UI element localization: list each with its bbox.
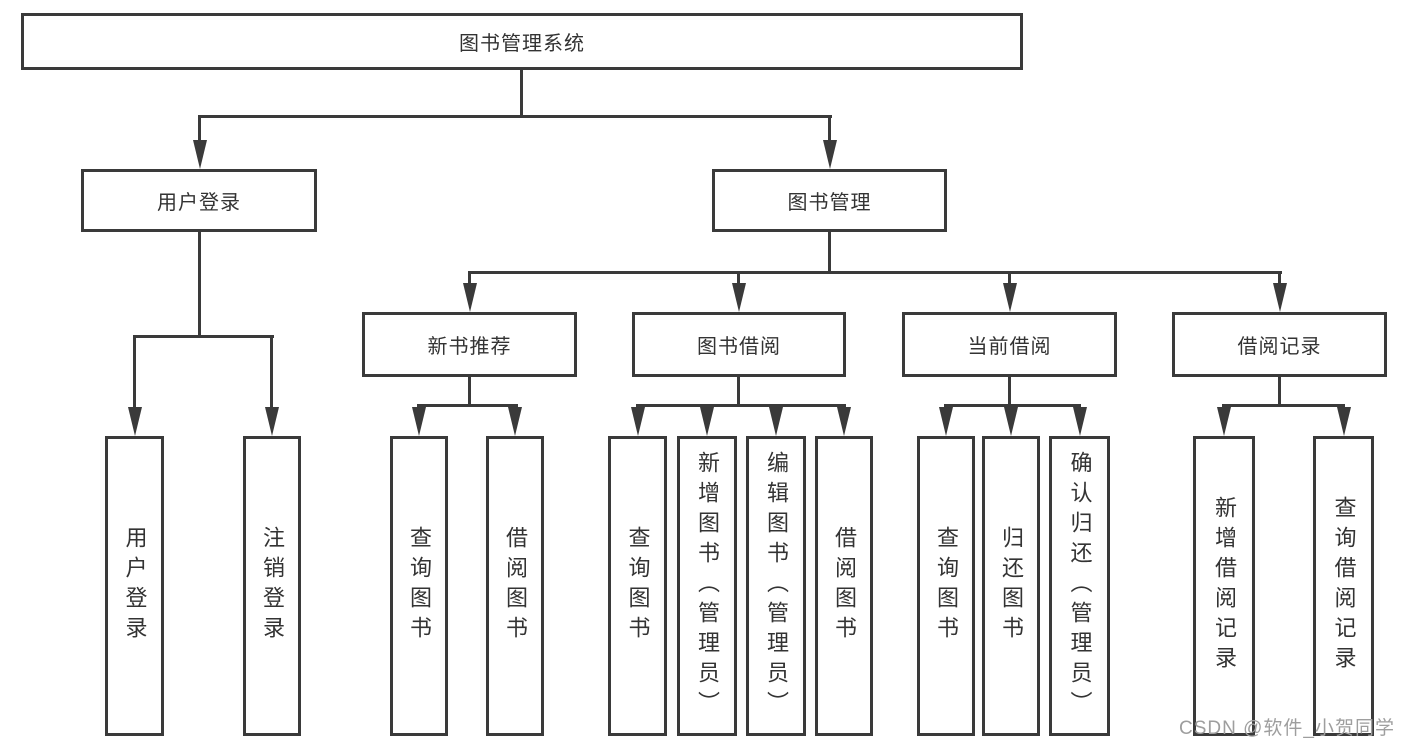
leaf-label: 注销登录 bbox=[260, 526, 285, 646]
node-library-management-system: 图书管理系统 bbox=[21, 13, 1023, 70]
arrow-down-icon bbox=[939, 407, 953, 436]
arrow-down-icon bbox=[732, 283, 746, 312]
arrow-down-icon bbox=[412, 407, 426, 436]
connector-mgmt-drop-2 bbox=[737, 271, 740, 285]
connector-records-bar bbox=[1222, 404, 1345, 407]
arrow-down-icon bbox=[837, 407, 851, 436]
connector-current-bar bbox=[944, 404, 1081, 407]
connector-mgmt-drop-3 bbox=[1008, 271, 1011, 285]
connector-mgmt-drop-4 bbox=[1278, 271, 1281, 285]
leaf-label: 新增借阅记录 bbox=[1212, 496, 1237, 676]
leaf-query-book-recommend: 查询图书 bbox=[390, 436, 448, 736]
connector-recommend-bar bbox=[417, 404, 518, 407]
arrow-down-icon bbox=[769, 407, 783, 436]
leaf-borrow-book-recommend: 借阅图书 bbox=[486, 436, 544, 736]
connector-root-drop-right bbox=[828, 115, 831, 143]
leaf-label: 用户登录 bbox=[122, 526, 148, 646]
node-label: 图书管理系统 bbox=[459, 33, 585, 55]
arrow-down-icon bbox=[823, 140, 837, 169]
leaf-query-book-borrowing: 查询图书 bbox=[608, 436, 667, 736]
connector-current-stem bbox=[1008, 377, 1011, 407]
leaf-label: 查询借阅记录 bbox=[1331, 496, 1357, 676]
arrow-down-icon bbox=[1004, 407, 1018, 436]
leaf-label: 新增图书（管理员） bbox=[695, 451, 720, 721]
connector-mgmt-bar bbox=[468, 271, 1282, 274]
watermark-text: CSDN @软件_小贺同学 bbox=[1179, 718, 1395, 739]
node-label: 新书推荐 bbox=[427, 336, 512, 358]
connector-borrowing-bar bbox=[636, 404, 846, 407]
arrow-down-icon bbox=[700, 407, 714, 436]
arrow-down-icon bbox=[193, 140, 207, 169]
connector-records-stem bbox=[1278, 377, 1281, 407]
node-label: 用户登录 bbox=[157, 192, 241, 214]
arrow-down-icon bbox=[631, 407, 645, 436]
connector-recommend-stem bbox=[468, 377, 471, 407]
node-label: 图书借阅 bbox=[697, 336, 781, 358]
node-book-management: 图书管理 bbox=[712, 169, 947, 232]
leaf-add-borrow-record: 新增借阅记录 bbox=[1193, 436, 1255, 736]
arrow-down-icon bbox=[508, 407, 522, 436]
leaf-label: 编辑图书（管理员） bbox=[764, 451, 789, 721]
leaf-label: 确认归还（管理员） bbox=[1067, 451, 1093, 721]
leaf-label: 查询图书 bbox=[934, 526, 959, 646]
node-label: 图书管理 bbox=[787, 192, 872, 214]
leaf-confirm-return-admin: 确认归还（管理员） bbox=[1049, 436, 1110, 736]
connector-mgmt-stem bbox=[828, 232, 831, 274]
leaf-edit-book-admin: 编辑图书（管理员） bbox=[746, 436, 806, 736]
node-book-borrowing: 图书借阅 bbox=[632, 312, 846, 377]
connector-borrowing-stem bbox=[737, 377, 740, 407]
connector-login-bar bbox=[133, 335, 274, 338]
leaf-add-book-admin: 新增图书（管理员） bbox=[677, 436, 737, 736]
connector-mgmt-drop-1 bbox=[468, 271, 471, 285]
leaf-label: 归还图书 bbox=[999, 526, 1024, 646]
connector-login-drop-left bbox=[133, 335, 136, 409]
node-label: 借阅记录 bbox=[1237, 336, 1322, 358]
leaf-query-borrow-record: 查询借阅记录 bbox=[1313, 436, 1374, 736]
node-new-book-recommendation: 新书推荐 bbox=[362, 312, 577, 377]
arrow-down-icon bbox=[1337, 407, 1351, 436]
leaf-logout: 注销登录 bbox=[243, 436, 301, 736]
arrow-down-icon bbox=[1003, 283, 1017, 312]
node-borrow-records: 借阅记录 bbox=[1172, 312, 1387, 377]
arrow-down-icon bbox=[1073, 407, 1087, 436]
arrow-down-icon bbox=[1217, 407, 1231, 436]
leaf-label: 查询图书 bbox=[407, 526, 432, 646]
connector-root-drop-left bbox=[198, 115, 201, 143]
node-user-login: 用户登录 bbox=[81, 169, 317, 232]
arrow-down-icon bbox=[128, 407, 142, 436]
leaf-user-login: 用户登录 bbox=[105, 436, 164, 736]
leaf-query-book-current: 查询图书 bbox=[917, 436, 975, 736]
leaf-label: 查询图书 bbox=[625, 526, 651, 646]
arrow-down-icon bbox=[1273, 283, 1287, 312]
connector-root-bar bbox=[198, 115, 832, 118]
leaf-label: 借阅图书 bbox=[503, 526, 528, 646]
connector-root-stem bbox=[520, 69, 523, 118]
connector-login-stem bbox=[198, 232, 201, 338]
arrow-down-icon bbox=[265, 407, 279, 436]
node-label: 当前借阅 bbox=[967, 336, 1052, 358]
leaf-borrow-book-borrowing: 借阅图书 bbox=[815, 436, 873, 736]
node-current-borrowing: 当前借阅 bbox=[902, 312, 1117, 377]
connector-login-drop-right bbox=[270, 335, 273, 409]
leaf-label: 借阅图书 bbox=[832, 526, 857, 646]
leaf-return-book: 归还图书 bbox=[982, 436, 1040, 736]
arrow-down-icon bbox=[463, 283, 477, 312]
